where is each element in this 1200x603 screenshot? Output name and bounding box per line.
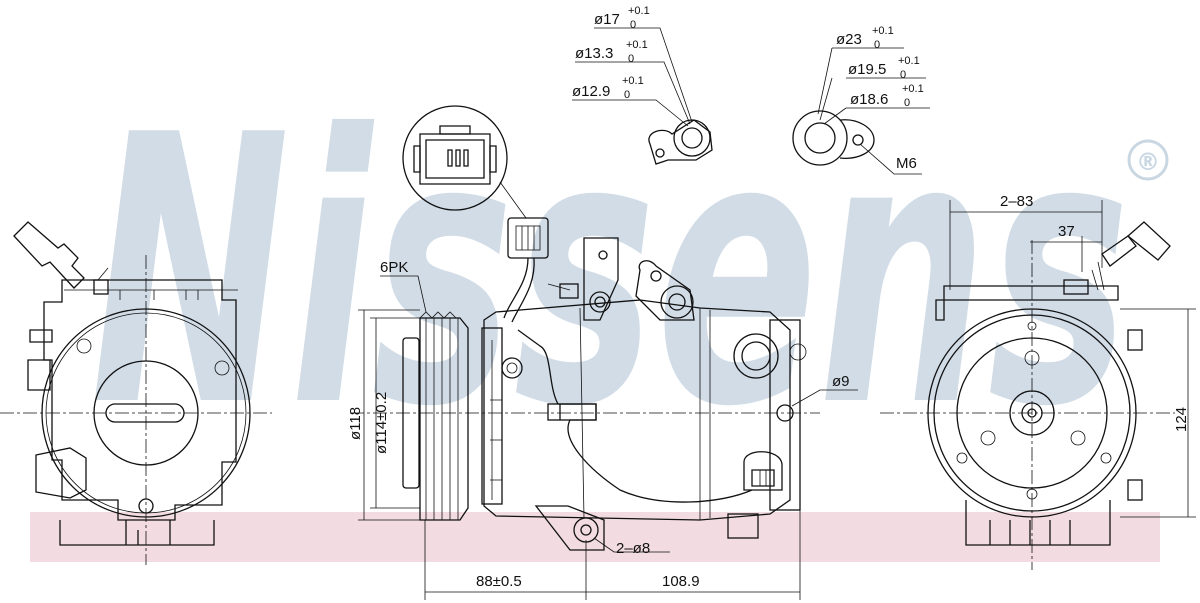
port-b-2-base: ø19.5: [848, 61, 886, 78]
registered-mark: ®: [1136, 148, 1160, 176]
port-b-diameter-3: ø18.6 +0.1 0: [850, 83, 924, 109]
port-a-1-base: ø17: [594, 11, 620, 28]
port-detail-a: [648, 119, 713, 165]
port-detail-b: [792, 110, 875, 166]
port-b-1-tol-lower: 0: [874, 39, 880, 51]
right-view: [880, 221, 1175, 570]
port-a-3-tol-lower: 0: [624, 89, 630, 101]
port-a-2-tol-lower: 0: [628, 53, 634, 65]
port-a-diameter-1: ø17 +0.1 0: [594, 5, 650, 31]
port-b-3-tol-lower: 0: [904, 97, 910, 109]
pulley-diameter-label: ø118: [347, 407, 364, 440]
thread-label: M6: [896, 155, 917, 172]
port-a-1-tol-upper: +0.1: [628, 5, 650, 17]
length-front-label: 88±0.5: [476, 573, 522, 590]
left-view: [0, 221, 272, 565]
length-rear-label: 108.9: [662, 573, 700, 590]
port-a-2-base: ø13.3: [575, 45, 613, 62]
port-b-3-base: ø18.6: [850, 91, 888, 108]
watermark-text: Nissens: [90, 58, 1130, 488]
port-a-diameter-3: ø12.9 +0.1 0: [572, 75, 644, 101]
height-label: 124: [1173, 407, 1190, 432]
port-a-3-tol-upper: +0.1: [622, 75, 644, 87]
port-a-1-tol-lower: 0: [630, 19, 636, 31]
connector-detail: [402, 105, 527, 219]
pulley-inner-diameter-label: ø114±0.2: [373, 392, 390, 454]
port-b-3-tol-upper: +0.1: [902, 83, 924, 95]
bolt-hole-label: ø9: [832, 373, 850, 390]
pulley-type-label: 6PK: [380, 259, 408, 276]
dimension-lines: [358, 27, 1196, 600]
port-a-diameter-2: ø13.3 +0.1 0: [575, 39, 648, 65]
port-a-3-base: ø12.9: [572, 83, 610, 100]
port-a-2-tol-upper: +0.1: [626, 39, 648, 51]
port-b-2-tol-lower: 0: [900, 69, 906, 81]
registered-circle: [1127, 139, 1169, 181]
mount-offset-label: 37: [1058, 223, 1075, 240]
labels: 6PK ø118 ø114±0.2 88±0.5 108.9 2–ø8 ø9 1…: [347, 5, 1190, 590]
port-b-1-tol-upper: +0.1: [872, 25, 894, 37]
center-view: [350, 217, 820, 551]
port-b-diameter-2: ø19.5 +0.1 0: [848, 55, 920, 81]
mount-spacing-label: 2–83: [1000, 193, 1033, 210]
port-b-2-tol-upper: +0.1: [898, 55, 920, 67]
port-b-1-base: ø23: [836, 31, 862, 48]
port-b-diameter-1: ø23 +0.1 0: [836, 25, 894, 51]
mount-holes-label: 2–ø8: [616, 540, 650, 557]
watermark: Nissens ®: [90, 58, 1169, 488]
